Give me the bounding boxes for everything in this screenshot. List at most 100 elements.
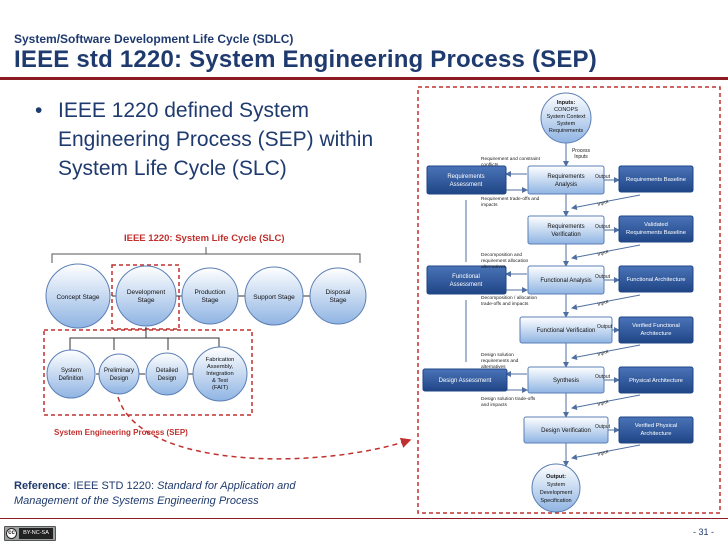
sep-inputs-line: System Context — [547, 114, 586, 120]
deck-subtitle: System/Software Development Life Cycle (… — [14, 32, 294, 46]
slc-title: IEEE 1220: System Life Cycle (SLC) — [124, 233, 285, 244]
input-labels: Input Input Input Input Input Input — [597, 199, 610, 458]
box-line: Architecture — [641, 431, 672, 437]
input-label: Input — [597, 349, 610, 358]
box-line: Design Verification — [541, 428, 591, 434]
slc-stage-line: Disposal — [326, 289, 351, 296]
annotation-line: Requirement and constraint — [481, 156, 541, 162]
output-labels: Output Output Output Output Output Outpu… — [595, 174, 613, 430]
sep-output: Output: System Development Specification — [531, 463, 581, 513]
sep-substage-line: Preliminary — [104, 368, 134, 374]
footer-divider — [0, 518, 728, 519]
box-line: Design Assessment — [439, 378, 492, 384]
box-line: Requirements — [447, 174, 484, 180]
annotation-line: and impacts — [481, 402, 507, 408]
cc-license-badge: cc BY-NC-SA — [4, 526, 56, 541]
annotation-line: trade-offs and impacts — [481, 301, 529, 307]
verified-physical-architecture-box: Verified Physical Architecture — [618, 416, 694, 444]
sep-substage-line: Design — [110, 376, 129, 382]
sep-output-line: Specification — [540, 498, 571, 504]
validated-requirements-baseline-box: Validated Requirements Baseline — [618, 215, 694, 243]
output-label: Output — [595, 224, 611, 230]
sep-output-line: Output: — [546, 474, 566, 480]
annotation-line: Decomposition / allocation — [481, 295, 537, 301]
box-line: Requirements Baseline — [626, 230, 686, 236]
slc-stage-line: Concept Stage — [56, 294, 99, 301]
annotation-line: impacts — [481, 202, 498, 208]
box-line: Functional Architecture — [627, 277, 686, 283]
input-label: Input — [597, 449, 610, 458]
slc-stage: Production Stage — [181, 267, 239, 325]
sep-substage-line: Detailed — [156, 368, 178, 374]
slc-stage-line: Support Stage — [253, 294, 295, 301]
slc-stage-line: Stage — [330, 297, 347, 304]
requirements-verification-box: Requirements Verification — [527, 215, 605, 245]
bullet-marker: • — [35, 99, 43, 122]
output-label: Output — [595, 424, 611, 430]
annotations: Requirement and constraint conflicts Req… — [481, 156, 541, 408]
requirements-analysis-box: Requirements Analysis — [527, 165, 605, 195]
slc-stage: Support Stage — [244, 266, 304, 326]
box-line: Assessment — [450, 182, 483, 188]
box-line: Functional Verification — [537, 328, 596, 334]
output-label: Output — [595, 174, 611, 180]
slc-bracket — [51, 253, 361, 263]
functional-architecture-box: Functional Architecture — [618, 265, 694, 293]
annotation-line: requirements and — [481, 358, 519, 364]
slc-stage-line: Stage — [138, 297, 155, 304]
output-label: Output — [595, 374, 611, 380]
sep-inputs-line: System — [557, 121, 576, 127]
reference-label: Reference — [14, 480, 68, 492]
sep-feedback-arrows — [465, 171, 528, 393]
process-inputs-label: Inputs — [574, 154, 588, 160]
sep-substage-line: System — [61, 368, 81, 374]
slc-stage-line: Development — [127, 289, 165, 296]
functional-verification-box: Functional Verification — [519, 316, 613, 344]
sep-substage-line: Design — [158, 376, 177, 382]
input-label: Input — [597, 299, 610, 308]
box-line: Verification — [551, 232, 580, 238]
physical-architecture-box: Physical Architecture — [618, 366, 694, 394]
box-line: Synthesis — [553, 378, 579, 384]
functional-analysis-box: Functional Analysis — [527, 265, 605, 295]
bullet-point: • IEEE 1220 defined System Engineering P… — [35, 96, 398, 183]
reference-title: Standard for Application and Management … — [14, 480, 296, 507]
design-verification-box: Design Verification — [523, 416, 609, 444]
annotation-line: conflicts — [481, 162, 499, 168]
annotation-line: alternatives — [481, 364, 506, 370]
requirements-baseline-box: Requirements Baseline — [618, 165, 694, 193]
sep-inputs-line: CONOPS — [554, 107, 578, 113]
process-inputs-label: Process — [572, 148, 591, 154]
sep-substage-line: & Test — [212, 378, 228, 384]
annotation-line: Design solution — [481, 352, 514, 358]
input-label: Input — [597, 399, 610, 408]
box-line: Functional — [452, 274, 480, 280]
design-assessment-box: Design Assessment — [422, 368, 508, 392]
title-divider — [0, 77, 728, 80]
sep-output-line: System — [547, 482, 566, 488]
cc-icon: cc — [6, 528, 17, 539]
box-line: Verified Functional — [632, 323, 680, 329]
sep-substage: Detailed Design — [145, 352, 189, 396]
sep-substage: Preliminary Design — [98, 353, 140, 395]
sep-inputs: Inputs: CONOPS System Context System Req… — [540, 92, 592, 144]
input-label: Input — [597, 199, 610, 208]
output-label: Output — [597, 324, 613, 330]
slc-stage-line: Stage — [202, 297, 219, 304]
sep-substage-line: (FAIT) — [212, 385, 228, 391]
annotation-line: Requirement trade-offs and — [481, 196, 540, 202]
box-line: Requirements Baseline — [626, 177, 686, 183]
annotation-line: Design solution trade-offs — [481, 396, 536, 402]
annotation-line: Decomposition and — [481, 252, 522, 258]
synthesis-box: Synthesis — [527, 366, 605, 394]
sep-connector — [117, 396, 412, 460]
output-label: Output — [595, 274, 611, 280]
box-line: Functional Analysis — [540, 278, 591, 284]
slc-stage: Development Stage — [115, 265, 177, 327]
reference-note: Reference: IEEE STD 1220: Standard for A… — [14, 479, 354, 509]
box-line: Verified Physical — [635, 423, 678, 429]
slc-stage: Concept Stage — [45, 263, 111, 329]
reference-text: : IEEE STD 1220: — [67, 480, 158, 492]
page-number: - 31 - — [692, 527, 714, 537]
